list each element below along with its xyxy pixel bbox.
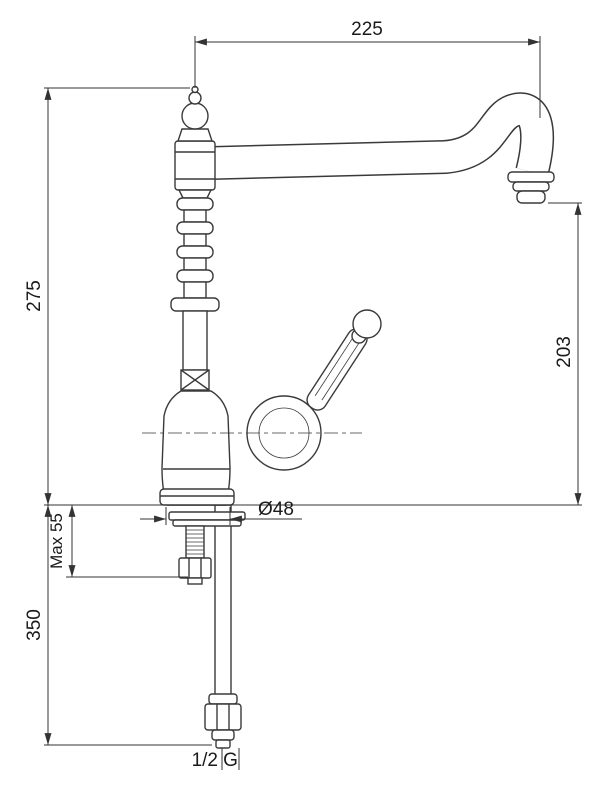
faucet-outline	[142, 85, 555, 749]
label-base-diameter: Ø48	[258, 499, 294, 520]
supply-hose	[214, 504, 232, 702]
dimension-350	[44, 505, 212, 746]
mounting-cross-symbol	[180, 369, 210, 391]
dimension-lines	[44, 36, 582, 770]
faucet-body	[159, 390, 235, 506]
dimension-thread	[221, 748, 240, 770]
under-counter-assembly	[168, 504, 246, 749]
handle-ball	[352, 309, 382, 339]
spout-column	[170, 85, 220, 391]
finial-ball	[181, 102, 209, 130]
label-spout-reach: 225	[351, 19, 383, 40]
label-thread-designation: G	[223, 750, 238, 771]
label-under-counter-length: 350	[24, 609, 45, 641]
dimension-275	[44, 87, 190, 505]
threaded-stud	[185, 525, 205, 559]
dimension-diameter48	[140, 507, 302, 525]
label-thread-fraction: 1/2	[192, 750, 218, 771]
dimension-labels: 225 275 203 350 Max 55 Ø48 1/2 G	[24, 19, 575, 771]
mounting-nut	[178, 557, 212, 579]
label-outlet-height: 203	[554, 336, 575, 368]
spout-outlet	[507, 171, 555, 204]
dimension-225	[194, 36, 541, 118]
dimension-max55	[66, 505, 188, 578]
label-max-mounting-thickness: Max 55	[47, 513, 66, 569]
hose-end-fitting	[204, 693, 242, 749]
lever-handle	[306, 309, 382, 411]
label-total-height: 275	[24, 280, 45, 312]
spout-pipe	[211, 92, 555, 180]
dimension-203	[548, 202, 582, 505]
base-flange	[159, 488, 235, 506]
